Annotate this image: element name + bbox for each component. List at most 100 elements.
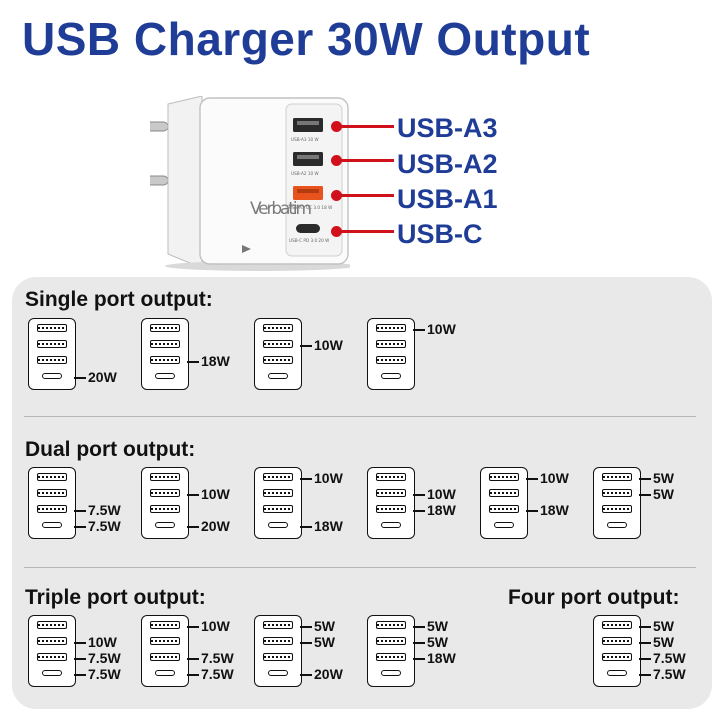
charger-diagram	[141, 318, 189, 390]
wattage-label: 18W	[427, 650, 456, 666]
leader-line	[74, 642, 86, 644]
usb-a-port-icon	[602, 621, 632, 629]
wattage-label: 7.5W	[653, 666, 686, 682]
wattage-label: 7.5W	[201, 650, 234, 666]
port-print-a2: USB-A2 10 W	[291, 171, 319, 176]
usb-a-port-icon	[150, 653, 180, 661]
leader-line	[639, 674, 651, 676]
leader-line	[300, 526, 312, 528]
leader-line	[187, 361, 199, 363]
port-label-a2: USB-A2	[397, 149, 498, 179]
wattage-label: 5W	[427, 618, 448, 634]
leader-line	[300, 642, 312, 644]
usb-c-port-icon	[494, 522, 514, 528]
usb-a-port-icon	[263, 653, 293, 661]
charger-diagram	[28, 467, 76, 539]
usb-c-port-icon	[607, 670, 627, 676]
leader-line	[74, 658, 86, 660]
leader-dot-a1	[331, 190, 342, 201]
usb-a-port-icon	[263, 621, 293, 629]
usb-a-port-icon	[376, 340, 406, 348]
leader-line	[300, 674, 312, 676]
usb-a-port-icon	[376, 489, 406, 497]
wattage-label: 7.5W	[88, 502, 121, 518]
leader-line	[187, 658, 199, 660]
usb-a-port-icon	[602, 505, 632, 513]
wattage-label: 7.5W	[88, 650, 121, 666]
wattage-label: 5W	[314, 634, 335, 650]
wattage-label: 5W	[653, 470, 674, 486]
leader-line	[300, 626, 312, 628]
usb-c-port-icon	[42, 373, 62, 379]
usb-a-port-icon	[150, 505, 180, 513]
leader-line	[639, 478, 651, 480]
wattage-label: 10W	[88, 634, 117, 650]
usb-a-port-icon	[376, 653, 406, 661]
wattage-label: 10W	[201, 486, 230, 502]
charger-diagram	[593, 615, 641, 687]
leader-line	[74, 510, 86, 512]
charger-diagram	[141, 467, 189, 539]
usb-a-port-icon	[150, 489, 180, 497]
wattage-label: 10W	[540, 470, 569, 486]
leader-line	[187, 626, 199, 628]
charger-diagram	[141, 615, 189, 687]
usb-a-port-icon	[37, 473, 67, 481]
leader-line	[187, 494, 199, 496]
usb-c-port-icon	[381, 373, 401, 379]
leader-line-a1	[340, 194, 394, 197]
leader-line	[413, 494, 425, 496]
leader-line	[413, 329, 425, 331]
usb-c-port-icon	[268, 522, 288, 528]
usb-a-port-icon	[602, 489, 632, 497]
charger-diagram	[480, 467, 528, 539]
leader-line	[74, 377, 86, 379]
usb-a-port-icon	[376, 637, 406, 645]
usb-a-port-icon	[150, 621, 180, 629]
leader-dot-c	[331, 226, 342, 237]
usb-a-port-icon	[602, 473, 632, 481]
usb-a-port-icon	[150, 356, 180, 364]
wattage-label: 18W	[540, 502, 569, 518]
usb-c-port-icon	[42, 670, 62, 676]
leader-line	[300, 478, 312, 480]
usb-a-port-icon	[37, 621, 67, 629]
divider	[24, 416, 696, 417]
leader-line	[187, 674, 199, 676]
charger-diagram	[593, 467, 641, 539]
usb-a-port-icon	[37, 324, 67, 332]
section-title-four: Four port output:	[508, 586, 680, 609]
port-print-a3: USB-A3 10 W	[291, 137, 319, 142]
wattage-label: 10W	[201, 618, 230, 634]
charger-diagram	[254, 318, 302, 390]
wattage-label: 20W	[88, 369, 117, 385]
charger-diagram	[254, 467, 302, 539]
port-print-a1: USB-A1 QC 3.0 18 W	[289, 205, 332, 210]
usb-a-port-icon	[37, 340, 67, 348]
wattage-label: 10W	[427, 486, 456, 502]
wattage-label: 5W	[314, 618, 335, 634]
leader-line	[639, 494, 651, 496]
section-title-dual: Dual port output:	[25, 438, 196, 461]
usb-a-port-icon	[37, 356, 67, 364]
wattage-label: 5W	[653, 486, 674, 502]
wattage-label: 5W	[653, 618, 674, 634]
usb-c-port-icon	[268, 373, 288, 379]
usb-a-port-icon	[150, 340, 180, 348]
usb-c-port-icon	[42, 522, 62, 528]
usb-a-port-icon	[376, 505, 406, 513]
leader-line	[526, 478, 538, 480]
leader-line	[300, 345, 312, 347]
page-title: USB Charger 30W Output	[22, 13, 591, 65]
wattage-label: 18W	[201, 353, 230, 369]
usb-a-port-icon	[376, 621, 406, 629]
usb-a-port-icon	[37, 653, 67, 661]
usb-a-port-icon	[263, 473, 293, 481]
leader-line	[413, 626, 425, 628]
usb-a-port-icon	[489, 505, 519, 513]
usb-a-port-icon	[376, 473, 406, 481]
wattage-label: 20W	[201, 518, 230, 534]
usb-a-port-icon	[150, 324, 180, 332]
port-label-a3: USB-A3	[397, 113, 498, 143]
brand-logo: Verbatim	[250, 199, 312, 219]
